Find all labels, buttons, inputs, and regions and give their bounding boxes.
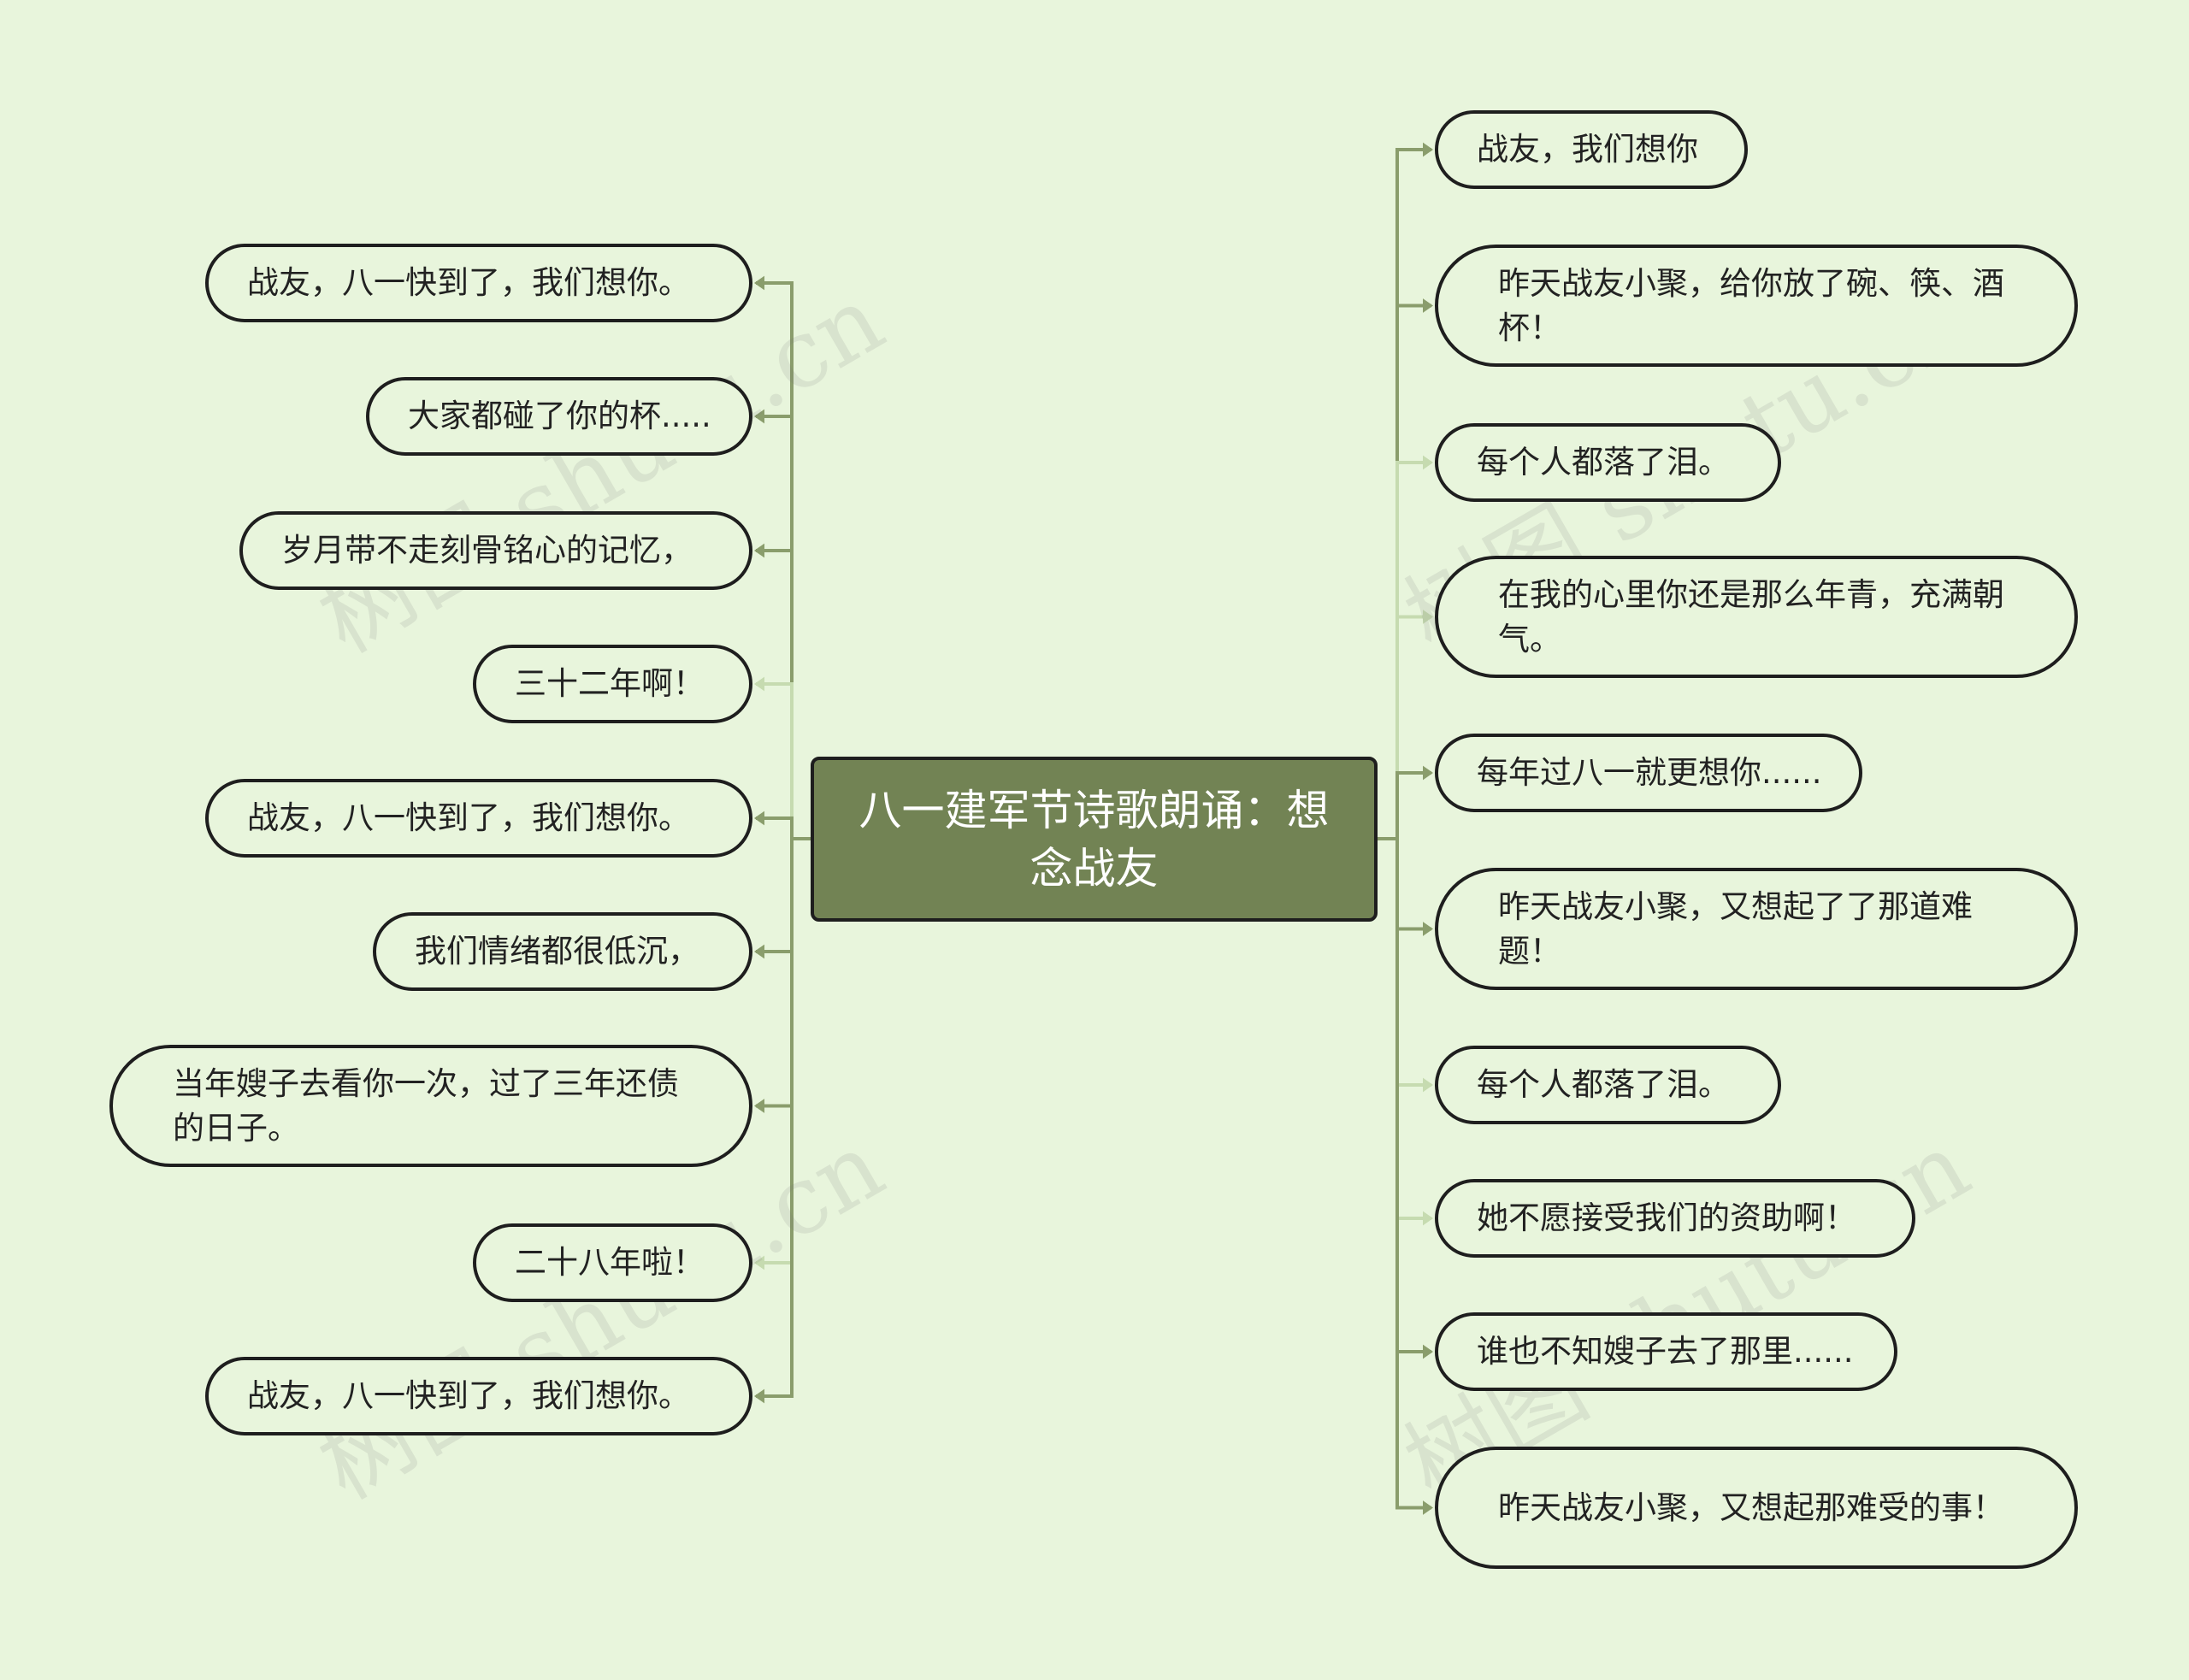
right-branch-label: 每个人都落了泪。 bbox=[1477, 1066, 1730, 1103]
connector bbox=[1395, 839, 1431, 1353]
right-branch-node[interactable]: 昨天战友小聚，给你放了碗、筷、酒杯！ bbox=[1435, 245, 2078, 367]
connector bbox=[1395, 771, 1431, 839]
connector bbox=[756, 415, 794, 839]
right-branch-node[interactable]: 昨天战友小聚，又想起那难受的事！ bbox=[1435, 1447, 2078, 1569]
right-branch-node[interactable]: 每个人都落了泪。 bbox=[1435, 423, 1781, 502]
connector bbox=[756, 839, 794, 1264]
connector-arrow bbox=[1423, 1211, 1433, 1226]
right-branch-label: 每个人都落了泪。 bbox=[1477, 444, 1730, 480]
connector-arrow bbox=[754, 811, 764, 826]
left-branch-node[interactable]: 当年嫂子去看你一次，过了三年还债的日子。 bbox=[109, 1045, 752, 1167]
connector-arrow bbox=[754, 944, 764, 959]
right-branch-node[interactable]: 她不愿接受我们的资助啊！ bbox=[1435, 1179, 1915, 1258]
right-branch-node[interactable]: 在我的心里你还是那么年青，充满朝气。 bbox=[1435, 556, 2078, 678]
connector bbox=[756, 281, 794, 839]
right-branch-node[interactable]: 战友，我们想你 bbox=[1435, 110, 1748, 189]
left-branch-label: 我们情绪都很低沉， bbox=[415, 933, 699, 970]
connector-arrow bbox=[754, 1255, 764, 1270]
connector bbox=[1395, 839, 1431, 931]
connector-arrow bbox=[754, 409, 764, 424]
left-branch-node[interactable]: 我们情绪都很低沉， bbox=[373, 912, 752, 991]
right-branch-label: 昨天战友小聚，又想起那难受的事！ bbox=[1498, 1488, 2004, 1526]
left-branch-label: 三十二年啊！ bbox=[515, 665, 705, 702]
left-branch-label: 当年嫂子去看你一次，过了三年还债的日子。 bbox=[173, 1064, 679, 1147]
connector-arrow bbox=[1423, 610, 1433, 624]
right-branch-node[interactable]: 每年过八一就更想你...... bbox=[1435, 734, 1862, 812]
connector bbox=[756, 682, 794, 839]
left-branch-label: 二十八年啦！ bbox=[515, 1244, 705, 1281]
connector bbox=[1395, 461, 1431, 839]
connector-arrow bbox=[1423, 765, 1433, 781]
right-branch-label: 她不愿接受我们的资助啊！ bbox=[1477, 1200, 1856, 1236]
connector-arrow bbox=[1423, 922, 1433, 936]
left-branch-node[interactable]: 岁月带不走刻骨铭心的记忆， bbox=[239, 511, 752, 590]
central-topic[interactable]: 八一建军节诗歌朗诵：想念战友 bbox=[811, 757, 1378, 922]
connector-arrow bbox=[1423, 142, 1433, 157]
connector bbox=[1395, 148, 1431, 839]
left-branch-label: 战友，八一快到了，我们想你。 bbox=[247, 264, 690, 301]
right-branch-node[interactable]: 每个人都落了泪。 bbox=[1435, 1046, 1781, 1124]
connector bbox=[1395, 304, 1431, 839]
left-branch-node[interactable]: 战友，八一快到了，我们想你。 bbox=[205, 244, 752, 322]
connector-arrow bbox=[754, 1099, 764, 1113]
connector-arrow bbox=[754, 543, 764, 558]
left-branch-node[interactable]: 战友，八一快到了，我们想你。 bbox=[205, 1357, 752, 1435]
connector bbox=[756, 549, 794, 839]
right-branch-label: 每年过八一就更想你...... bbox=[1477, 754, 1822, 791]
left-branch-node[interactable]: 战友，八一快到了，我们想你。 bbox=[205, 779, 752, 858]
connector-arrow bbox=[1423, 1077, 1433, 1093]
connector-arrow bbox=[754, 275, 764, 291]
left-branch-node[interactable]: 二十八年啦！ bbox=[473, 1223, 752, 1302]
connector bbox=[756, 839, 794, 1108]
connector-arrow bbox=[754, 1388, 764, 1404]
connector bbox=[756, 839, 794, 1398]
connector bbox=[1395, 839, 1431, 1510]
right-branch-label: 昨天战友小聚，给你放了碗、筷、酒杯！ bbox=[1498, 264, 2004, 346]
connector bbox=[1395, 839, 1431, 1220]
connector-arrow bbox=[754, 676, 764, 692]
central-topic-label: 八一建军节诗歌朗诵：想念战友 bbox=[858, 785, 1330, 893]
right-branch-node[interactable]: 谁也不知嫂子去了那里...... bbox=[1435, 1312, 1897, 1391]
left-branch-node[interactable]: 三十二年啊！ bbox=[473, 645, 752, 723]
connector-arrow bbox=[1423, 298, 1433, 313]
right-branch-label: 在我的心里你还是那么年青，充满朝气。 bbox=[1498, 575, 2004, 657]
connector bbox=[756, 816, 794, 839]
left-branch-label: 战友，八一快到了，我们想你。 bbox=[247, 1377, 690, 1414]
connector bbox=[756, 839, 794, 953]
left-branch-label: 大家都碰了你的杯..... bbox=[408, 398, 711, 434]
left-branch-label: 岁月带不走刻骨铭心的记忆， bbox=[281, 532, 693, 569]
right-branch-label: 昨天战友小聚，又想起了了那道难题！ bbox=[1498, 887, 1973, 970]
connector-arrow bbox=[1423, 1344, 1433, 1359]
right-branch-label: 谁也不知嫂子去了那里...... bbox=[1477, 1333, 1854, 1370]
left-branch-node[interactable]: 大家都碰了你的杯..... bbox=[366, 377, 752, 456]
left-branch-label: 战友，八一快到了，我们想你。 bbox=[247, 799, 690, 836]
connector-arrow bbox=[1423, 1500, 1433, 1515]
connector bbox=[1395, 839, 1431, 1087]
connector-arrow bbox=[1423, 455, 1433, 470]
connector bbox=[1395, 615, 1431, 839]
right-branch-label: 战友，我们想你 bbox=[1477, 131, 1698, 168]
right-branch-node[interactable]: 昨天战友小聚，又想起了了那道难题！ bbox=[1435, 868, 2078, 990]
